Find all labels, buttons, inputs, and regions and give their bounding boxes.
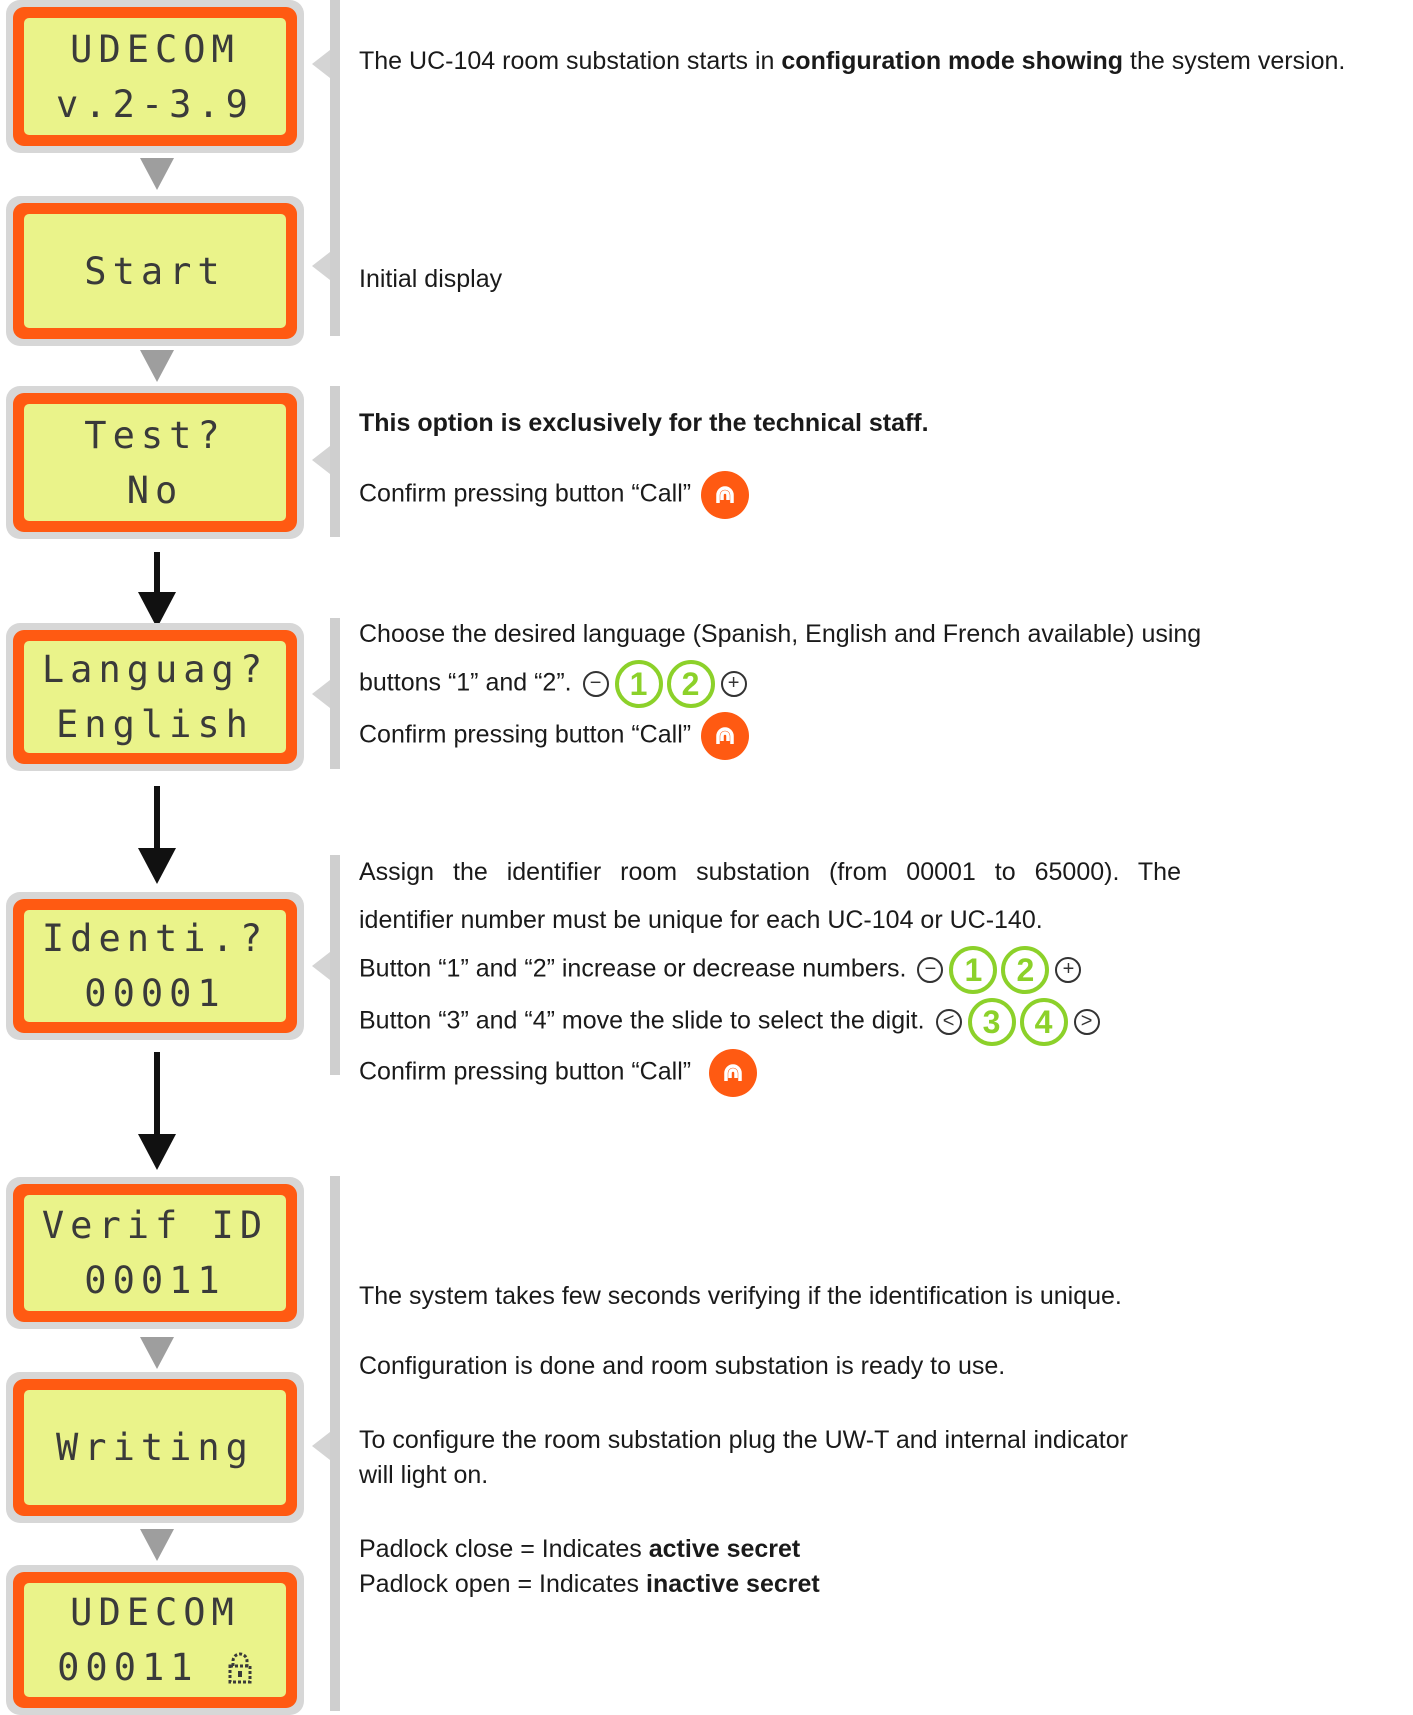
left-circle-icon: <	[935, 1009, 962, 1035]
connector-notch	[312, 50, 330, 78]
step-test-confirm: Confirm pressing button “Call”	[359, 471, 750, 519]
step-done-text: Configuration is done and room substatio…	[359, 1352, 1006, 1380]
plus-circle-icon: +	[1055, 957, 1082, 983]
lcd-line-1: UDECOM	[70, 27, 240, 71]
button-3: 3	[967, 998, 1016, 1046]
step-identifier-line4: Button “3” and “4” move the slide to sel…	[359, 998, 1104, 1046]
step-language-confirm: Confirm pressing button “Call”	[359, 712, 750, 760]
flow-triangle	[140, 1337, 174, 1369]
plus-circle-icon: +	[720, 671, 747, 697]
lcd-line-1: Verif ID	[41, 1204, 269, 1247]
button-1: 1	[614, 660, 663, 708]
lcd-line-1: Identi.?	[41, 917, 269, 960]
step-identifier-confirm: Confirm pressing button “Call”	[359, 1049, 758, 1097]
flow-arrow	[138, 552, 176, 628]
lcd-display-language: Languag? English	[6, 623, 304, 771]
step-plug-line2: will light on.	[359, 1461, 489, 1489]
lcd-line-2: 00011	[84, 1259, 226, 1302]
lcd-line-2: 00001	[84, 972, 226, 1015]
connector-notch	[312, 952, 330, 980]
padlock-icon	[228, 1652, 252, 1684]
lcd-display-identifier: Identi.? 00001	[6, 892, 304, 1040]
padlock-open-text: Padlock open = Indicates inactive secret	[359, 1570, 820, 1598]
button-1: 1	[949, 946, 998, 994]
flow-arrow	[138, 1052, 176, 1170]
lcd-display-test: Test? No	[6, 386, 304, 539]
flow-triangle	[140, 1529, 174, 1561]
flow-triangle	[140, 158, 174, 190]
call-icon	[701, 712, 750, 760]
lcd-line-1: Test?	[84, 413, 226, 457]
lcd-line-1: UDECOM	[70, 1591, 240, 1634]
step-version-text: The UC-104 room substation starts in con…	[359, 47, 1346, 75]
flow-triangle	[140, 350, 174, 382]
button-2: 2	[666, 660, 715, 708]
step-plug-line1: To configure the room substation plug th…	[359, 1426, 1128, 1454]
minus-circle-icon: −	[917, 957, 944, 983]
connector-notch	[312, 446, 330, 474]
button-2: 2	[1001, 946, 1050, 994]
step-verify-text: The system takes few seconds verifying i…	[359, 1282, 1122, 1310]
lcd-display-version: UDECOM v.2-3.9	[6, 0, 304, 153]
step-test-heading: This option is exclusively for the techn…	[359, 409, 929, 437]
lcd-line-2: No	[126, 468, 184, 512]
connector-bar	[330, 1176, 340, 1711]
right-circle-icon: >	[1073, 1009, 1100, 1035]
lcd-line-1: Start	[84, 249, 226, 293]
padlock-close-text: Padlock close = Indicates active secret	[359, 1535, 801, 1563]
call-icon	[709, 1049, 758, 1097]
button-4: 4	[1019, 998, 1068, 1046]
minus-circle-icon: −	[582, 671, 609, 697]
connector-bar	[330, 855, 340, 1075]
call-icon	[701, 471, 750, 519]
step-identifier-line3: Button “1” and “2” increase or decrease …	[359, 946, 1085, 994]
lcd-line-1: Languag?	[41, 648, 269, 691]
connector-notch	[312, 680, 330, 708]
step-identifier-line1: Assign the identifier room substation (f…	[359, 858, 1181, 886]
connector-bar	[330, 0, 340, 336]
lcd-display-verify: Verif ID 00011	[6, 1177, 304, 1329]
flow-arrow	[138, 786, 176, 884]
lcd-line-2-row: 00011	[57, 1640, 253, 1695]
step-identifier-line2: identifier number must be unique for eac…	[359, 906, 1043, 934]
lcd-line-1: Writing	[56, 1426, 254, 1469]
connector-bar	[330, 618, 340, 769]
lcd-line-2: v.2-3.9	[56, 82, 254, 126]
lcd-display-writing: Writing	[6, 1372, 304, 1523]
lcd-line-2: 00011	[57, 1646, 199, 1689]
connector-notch	[312, 1432, 330, 1460]
step-language-line1: Choose the desired language (Spanish, En…	[359, 620, 1202, 648]
connector-bar	[330, 386, 340, 537]
lcd-line-2: English	[56, 703, 254, 746]
lcd-display-final: UDECOM 00011	[6, 1565, 304, 1715]
step-start-text: Initial display	[359, 265, 503, 293]
connector-notch	[312, 252, 330, 280]
lcd-display-start: Start	[6, 196, 304, 346]
